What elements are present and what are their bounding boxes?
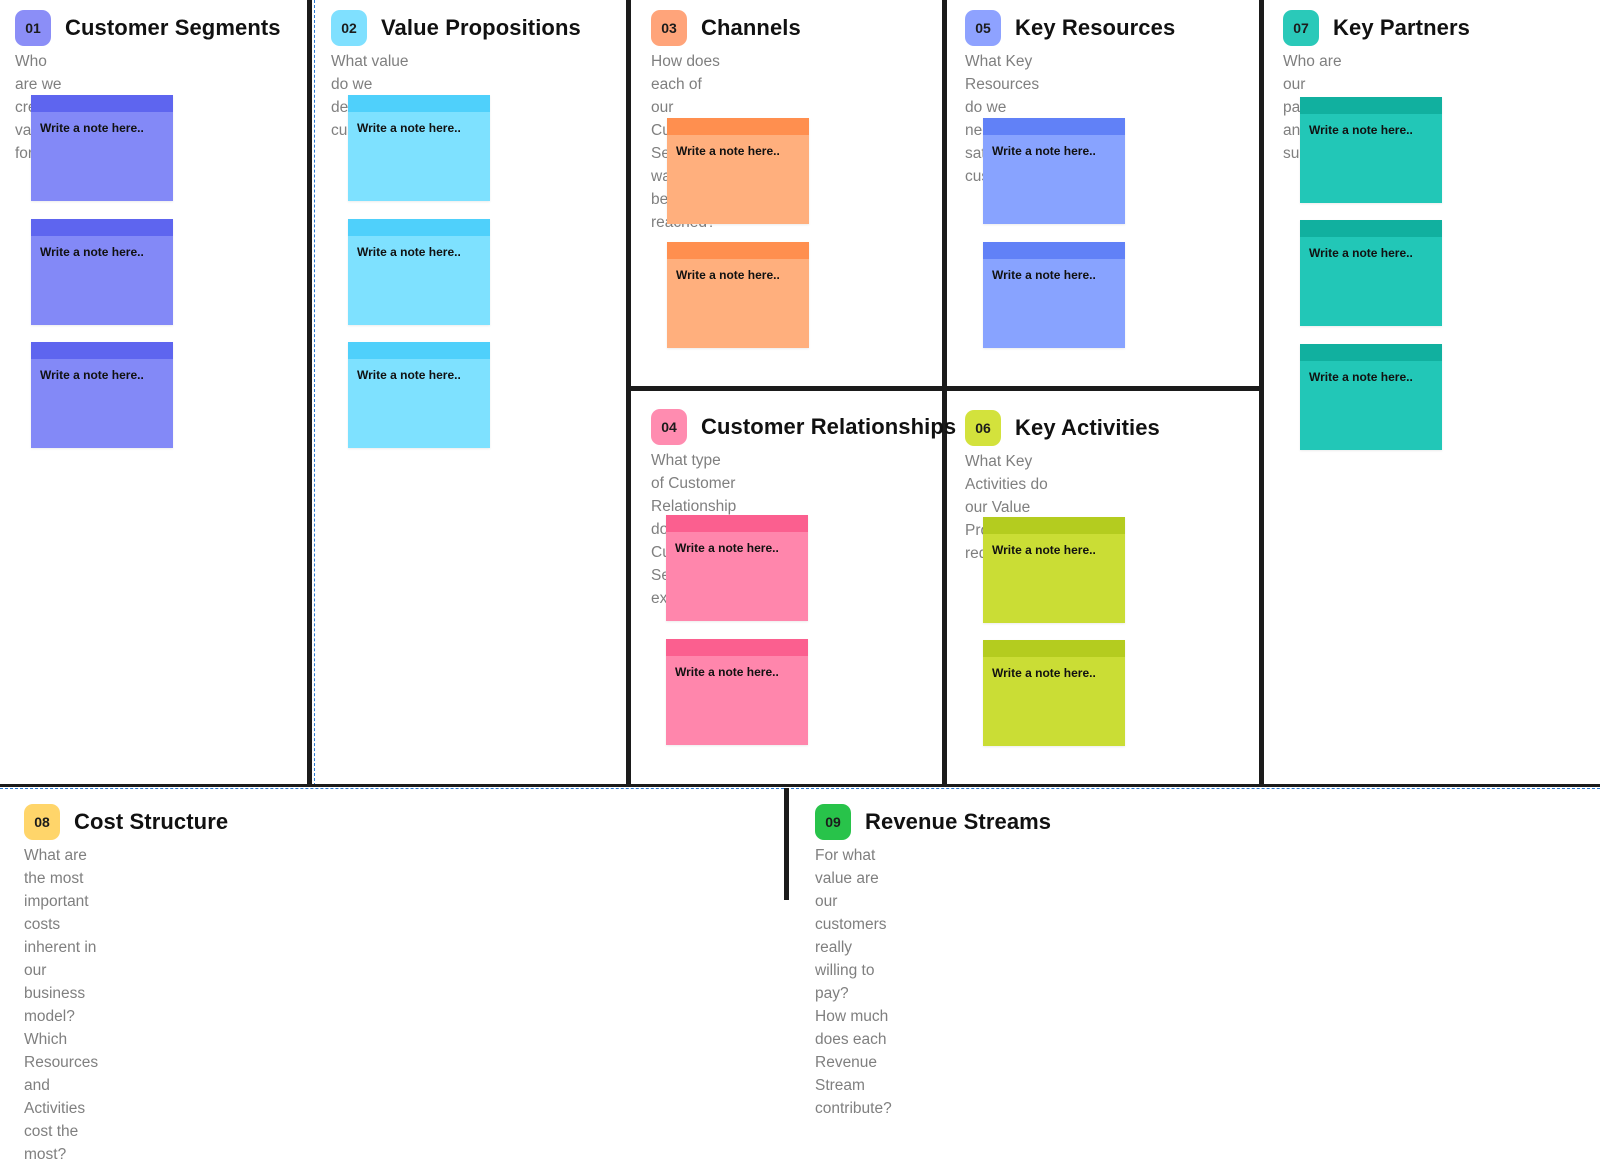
sticky-note[interactable]: Write a note here..	[1300, 97, 1442, 203]
section-title: Customer Segments	[65, 15, 281, 40]
sticky-note-text[interactable]: Write a note here..	[676, 268, 780, 282]
sticky-note-text[interactable]: Write a note here..	[357, 245, 461, 259]
section-header: 03 Channels	[651, 10, 801, 46]
section-header: 01 Customer Segments	[15, 10, 281, 46]
sticky-note-text[interactable]: Write a note here..	[675, 541, 779, 555]
section-number-badge: 04	[651, 409, 687, 445]
sticky-note-text[interactable]: Write a note here..	[357, 121, 461, 135]
section-header: 05 Key Resources	[965, 10, 1175, 46]
grid-divider	[784, 788, 789, 900]
section-header: 09 Revenue Streams	[815, 804, 1051, 840]
sticky-note[interactable]: Write a note here..	[667, 118, 809, 224]
section-title: Channels	[701, 15, 801, 40]
sticky-note-text[interactable]: Write a note here..	[992, 268, 1096, 282]
grid-divider	[0, 784, 1600, 787]
sticky-note-text[interactable]: Write a note here..	[675, 665, 779, 679]
sticky-note[interactable]: Write a note here..	[983, 517, 1125, 623]
section-title: Key Resources	[1015, 15, 1176, 40]
section-number-badge: 01	[15, 10, 51, 46]
section-number-badge: 08	[24, 804, 60, 840]
section-title: Customer Relationships	[701, 414, 957, 439]
sticky-note[interactable]: Write a note here..	[31, 95, 173, 201]
sticky-note-text[interactable]: Write a note here..	[992, 666, 1096, 680]
section-number-badge: 02	[331, 10, 367, 46]
section-title: Value Propositions	[381, 15, 581, 40]
grid-divider	[1259, 0, 1264, 786]
section-number-badge: 05	[965, 10, 1001, 46]
section-header: 07 Key Partners	[1283, 10, 1470, 46]
section-title: Revenue Streams	[865, 809, 1052, 834]
grid-divider	[626, 0, 631, 786]
grid-divider	[942, 0, 947, 786]
sticky-note-text[interactable]: Write a note here..	[40, 121, 144, 135]
sticky-note-text[interactable]: Write a note here..	[1309, 123, 1413, 137]
section-title: Key Activities	[1015, 415, 1160, 440]
section-number-badge: 06	[965, 410, 1001, 446]
sticky-note-text[interactable]: Write a note here..	[1309, 246, 1413, 260]
grid-divider	[307, 0, 312, 786]
section-title: Key Partners	[1333, 15, 1470, 40]
section-title: Cost Structure	[74, 809, 229, 834]
sticky-note-text[interactable]: Write a note here..	[40, 368, 144, 382]
section-header: 08 Cost Structure	[24, 804, 228, 840]
sticky-note[interactable]: Write a note here..	[983, 640, 1125, 746]
selection-outline	[314, 0, 315, 786]
sticky-note-text[interactable]: Write a note here..	[992, 144, 1096, 158]
section-number-badge: 07	[1283, 10, 1319, 46]
section-header: 06 Key Activities	[965, 410, 1160, 446]
sticky-note-text[interactable]: Write a note here..	[676, 144, 780, 158]
sticky-note-text[interactable]: Write a note here..	[1309, 370, 1413, 384]
sticky-note[interactable]: Write a note here..	[1300, 220, 1442, 326]
sticky-note-text[interactable]: Write a note here..	[992, 543, 1096, 557]
sticky-note[interactable]: Write a note here..	[348, 95, 490, 201]
sticky-note-text[interactable]: Write a note here..	[357, 368, 461, 382]
sticky-note[interactable]: Write a note here..	[31, 342, 173, 448]
sticky-note[interactable]: Write a note here..	[666, 639, 808, 745]
sticky-note[interactable]: Write a note here..	[666, 515, 808, 621]
sticky-note[interactable]: Write a note here..	[983, 118, 1125, 224]
sticky-note[interactable]: Write a note here..	[31, 219, 173, 325]
sticky-note[interactable]: Write a note here..	[1300, 344, 1442, 450]
sticky-note-text[interactable]: Write a note here..	[40, 245, 144, 259]
section-header: 04 Customer Relationships	[651, 409, 956, 445]
section-header: 02 Value Propositions	[331, 10, 581, 46]
section-number-badge: 03	[651, 10, 687, 46]
section-question: For what value are our customers really …	[815, 847, 892, 1117]
sticky-note[interactable]: Write a note here..	[983, 242, 1125, 348]
sticky-note[interactable]: Write a note here..	[667, 242, 809, 348]
section-question: What are the most important costs inhere…	[24, 847, 99, 1163]
sticky-note[interactable]: Write a note here..	[348, 219, 490, 325]
selection-outline	[0, 788, 1600, 789]
sticky-note[interactable]: Write a note here..	[348, 342, 490, 448]
grid-divider	[629, 386, 1262, 391]
section-number-badge: 09	[815, 804, 851, 840]
